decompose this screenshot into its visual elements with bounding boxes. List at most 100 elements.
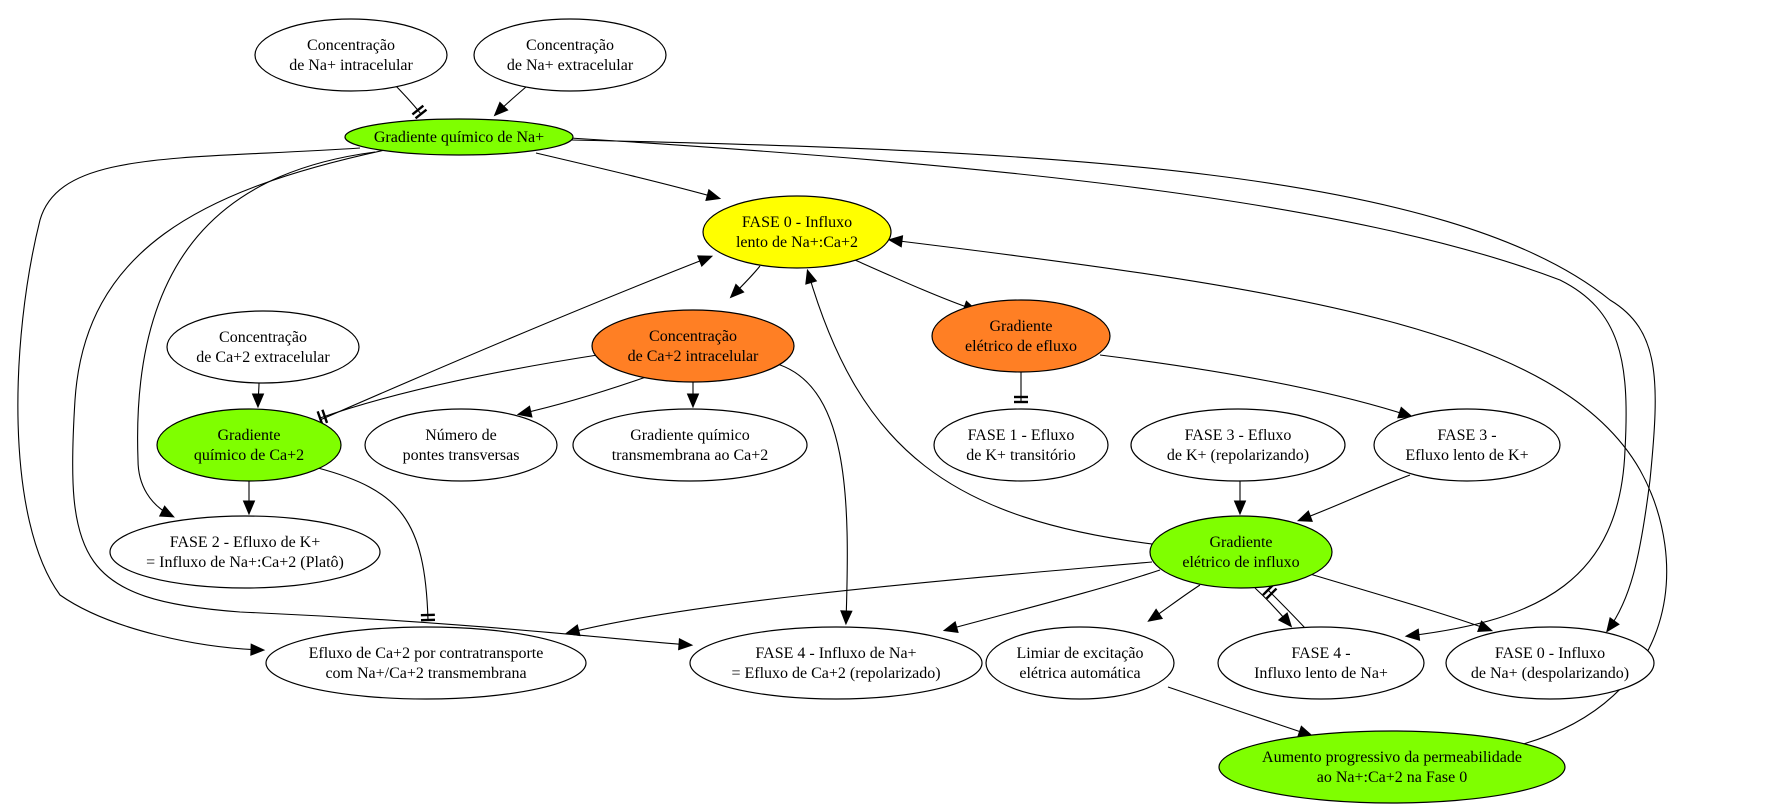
edge-line [317,467,429,621]
node-label: FASE 4 - [1291,645,1350,662]
node-fase4-lento: FASE 4 -Influxo lento de Na+ [1217,626,1425,700]
edge-grad-na-to-fase0-desp [571,139,1656,633]
edge-ca-in-to-grad-ca-trans [686,381,700,409]
node-fase2: FASE 2 - Efluxo de K+ = Influxo de Na+:Ca… [109,515,381,589]
edge-grad-na-to-fase2 [137,151,376,518]
arrowhead [805,268,818,285]
node-ellipse [156,408,342,482]
arrowhead [686,393,700,409]
arrowhead [1397,406,1414,419]
node-label: Gradiente químico de Na+ [374,129,544,146]
arrowhead [887,235,904,248]
node-grad-infl: Gradiente elétrico de influxo [1149,515,1333,589]
arrowhead [1404,628,1421,641]
edge-fase0-lento-to-ca-in [729,265,761,299]
edge-line [519,376,647,415]
node-ellipse [265,626,587,700]
inhibition-bar [321,409,329,424]
node-label: ao Na+:Ca+2 na Fase 0 [1317,769,1467,786]
edge-line [319,353,605,419]
arrowhead [1277,612,1293,628]
edge-grad-infl-to-fase4-lento [1254,587,1293,628]
node-ellipse [591,309,795,383]
edge-grad-ca-to-fase0-lento [319,255,714,421]
arrowhead [1147,608,1164,622]
edge-grad-na-to-fase4-lento [569,137,1627,641]
node-label: lento de Na+:Ca+2 [736,234,858,251]
node-label: Efluxo lento de K+ [1405,447,1528,464]
edge-grad-efl-to-fase1 [1014,372,1028,404]
node-ellipse [702,195,892,269]
node-label: químico de Ca+2 [194,447,304,464]
node-label: FASE 0 - Influxo [742,214,852,231]
node-label: = Influxo de Na+:Ca+2 (Platô) [146,554,344,571]
node-label: de Ca+2 intracelular [628,348,759,365]
node-label: Concentração [526,37,614,54]
node-label: de Na+ intracelular [289,57,413,74]
edge-line [571,139,1656,631]
edge-grad-na-to-efluxo-ca [17,147,361,656]
arrowhead [1233,500,1247,516]
node-label: pontes transversas [403,447,520,464]
node-fase3-rep: FASE 3 - Efluxo de K+ (repolarizando) [1130,408,1346,482]
node-ellipse [1445,626,1655,700]
edge-line [319,256,711,421]
node-ellipse [933,408,1109,482]
node-ellipse [166,310,360,384]
node-ellipse [985,626,1175,700]
arrowhead [516,405,533,418]
edge-grad-ca-to-fase2 [242,481,256,516]
inhibition-bar [411,104,425,116]
edge-ca-in-to-fase4-na [769,361,853,626]
edge-line [854,259,976,311]
node-aumento: Aumento progressivo da permeabilidadeao … [1218,730,1566,804]
node-pontes: Número de pontes transversas [364,408,558,482]
node-label: elétrico de influxo [1182,554,1299,571]
arrowhead [942,620,959,634]
node-label: FASE 2 - Efluxo de K+ [170,534,321,551]
node-ellipse [689,626,983,700]
edge-fase3-rep-to-grad-infl [1233,481,1247,516]
edge-grad-na-to-fase4-na [72,149,694,651]
node-label: = Efluxo de Ca+2 (repolarizado) [731,665,940,682]
node-label: FASE 3 - [1437,427,1496,444]
edge-grad-infl-to-fase4-na [942,569,1161,634]
node-fase3-lento: FASE 3 - Efluxo lento de K+ [1373,408,1561,482]
node-label: Gradiente [1209,534,1272,551]
edge-line [72,149,691,646]
node-ellipse [364,408,558,482]
arrowhead [1296,510,1313,522]
edge-line [17,147,361,651]
node-na-ex: Concentração de Na+ extracelular [473,18,667,92]
arrowhead [1477,620,1494,632]
node-label: Concentração [649,328,737,345]
node-ellipse [344,118,574,156]
edge-line [137,151,376,517]
node-label: de K+ (repolarizando) [1167,447,1309,464]
edge-grad-na-to-fase0-lento [535,152,722,201]
node-ellipse [1130,408,1346,482]
node-ellipse [572,408,808,482]
node-label: FASE 3 - Efluxo [1185,427,1292,444]
node-label: FASE 0 - Influxo [1495,645,1605,662]
inhibition-bar [1262,584,1274,596]
node-label: Número de [425,427,497,444]
node-label: elétrica automática [1019,665,1140,682]
edge-fase3-lento-to-grad-infl [1296,474,1411,522]
edge-grad-infl-to-limiar [1147,584,1201,622]
edge-grad-infl-to-fase0-lento [805,268,1161,546]
node-ellipse [254,18,448,92]
arrowhead [493,101,509,117]
edge-line [807,271,1161,546]
node-label: de Na+ extracelular [507,57,634,74]
node-label: transmembrana ao Ca+2 [612,447,769,464]
node-ellipse [1373,408,1561,482]
edge-fase0-lento-to-grad-efl [854,259,979,313]
edge-grad-infl-to-fase0-desp [1309,573,1494,632]
edge-line [1099,354,1411,417]
